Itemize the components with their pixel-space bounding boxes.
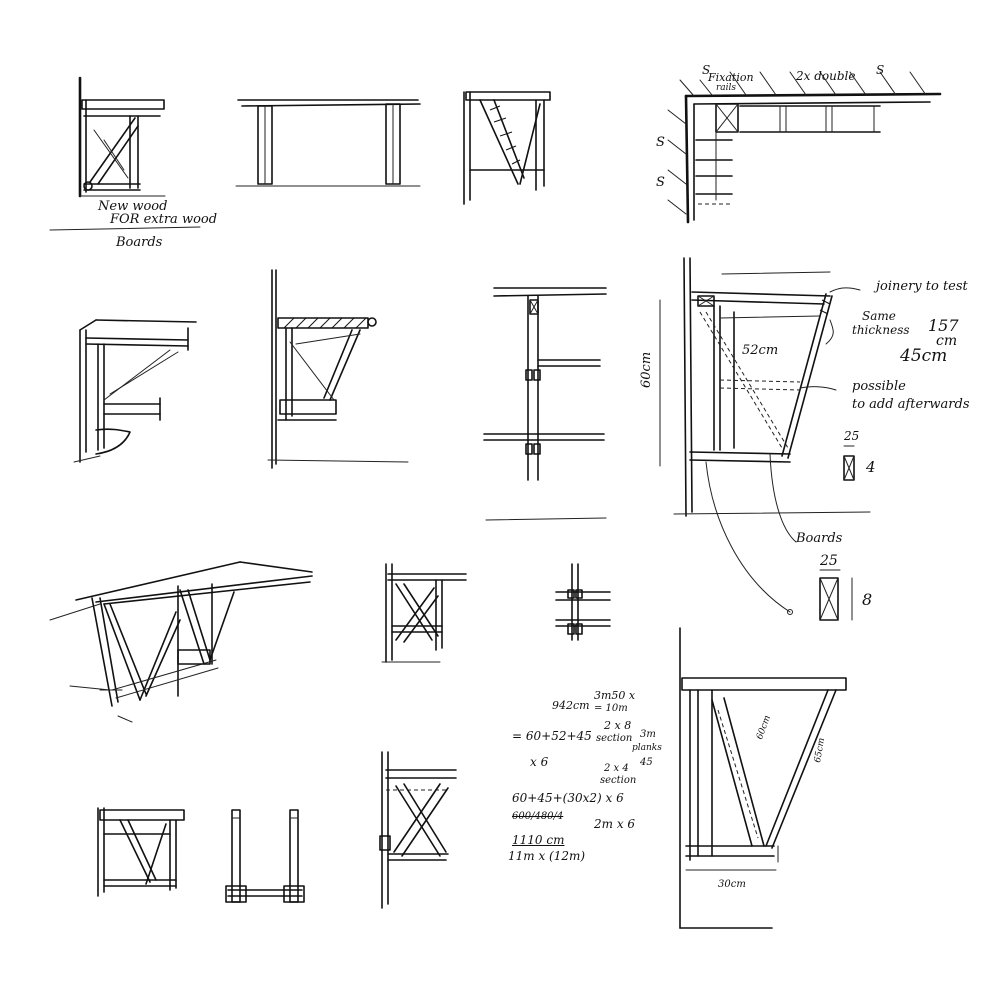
sketch-k-bracket — [381, 563, 467, 663]
calc-11m: 11m x (12m) — [508, 849, 586, 863]
note-157: 157 — [928, 316, 959, 335]
note-section2-width: 25 — [820, 553, 838, 569]
sketch-shelf-section — [483, 287, 607, 521]
note-section2-height: 8 — [862, 590, 873, 609]
note-s-top-left: S — [702, 63, 711, 77]
calc-planks: planks — [632, 743, 662, 753]
calc-10m: = 10m — [594, 703, 628, 714]
note-30cm: 30cm — [718, 879, 746, 890]
note-possible: possible — [852, 379, 906, 394]
sketch-small-table — [225, 809, 305, 903]
note-new-wood: New wood — [98, 199, 168, 214]
note-s-top-right: S — [876, 63, 885, 77]
sketch-v-bracket — [463, 91, 551, 205]
sketch-small-v — [97, 807, 185, 897]
sketch-hatched-frame — [267, 269, 409, 469]
sketch-corbel-bracket — [73, 319, 197, 463]
note-s-left-2: S — [656, 175, 665, 190]
sketch-z-bracket — [49, 76, 201, 231]
calc-x6: x 6 — [530, 755, 549, 769]
calc-3m-planks: 3m — [640, 729, 656, 740]
calc-sum: = 60+52+45 — [512, 729, 592, 743]
calc-45: 45 — [640, 757, 653, 768]
calc-2x4: 2 x 4 — [604, 763, 629, 774]
calc-section2: section — [600, 775, 637, 786]
note-s-left-1: S — [656, 135, 665, 150]
note-two-x-double: 2x double — [796, 69, 856, 83]
sketch-tiny-section — [555, 563, 611, 641]
calc-section: section — [596, 733, 633, 744]
note-same: Same — [862, 309, 896, 323]
sketch-table-front — [235, 99, 421, 187]
calc-942cm: 942cm — [552, 699, 590, 712]
note-45cm: 45cm — [900, 346, 948, 366]
calc-2m: 2m x 6 — [594, 817, 636, 831]
note-section1-height: 4 — [866, 458, 876, 476]
note-boards-mid: Boards — [796, 531, 843, 546]
calc-row2: 60+45+(30x2) x 6 — [512, 791, 624, 805]
sketch-perspective — [49, 561, 313, 723]
note-boards-top: Boards — [116, 235, 163, 250]
note-52cm: 52cm — [742, 343, 779, 358]
sketch-detailed-bracket — [659, 257, 871, 621]
sketch-x-bracket — [379, 751, 457, 909]
note-fixation: Fixation — [708, 71, 754, 84]
sketch-corner-plan — [667, 71, 942, 224]
calc-2x8: 2 x 8 — [604, 719, 632, 732]
note-for-extra-wood: FOR extra wood — [110, 212, 218, 227]
calc-scribble: 600/480/4 — [512, 811, 564, 822]
calc-1110: 1110 cm — [512, 833, 565, 847]
note-joinery: joinery to test — [876, 279, 968, 294]
note-to-add: to add afterwards — [852, 397, 970, 412]
calc-3m50: 3m50 x — [594, 689, 636, 702]
note-157-cm: cm — [936, 333, 958, 349]
sketch-large-v-bracket — [679, 627, 847, 929]
note-fixation-sub: rails — [716, 83, 737, 93]
note-thickness: thickness — [852, 323, 910, 337]
note-60cm: 60cm — [639, 351, 654, 388]
note-section1-width: 25 — [844, 429, 860, 443]
